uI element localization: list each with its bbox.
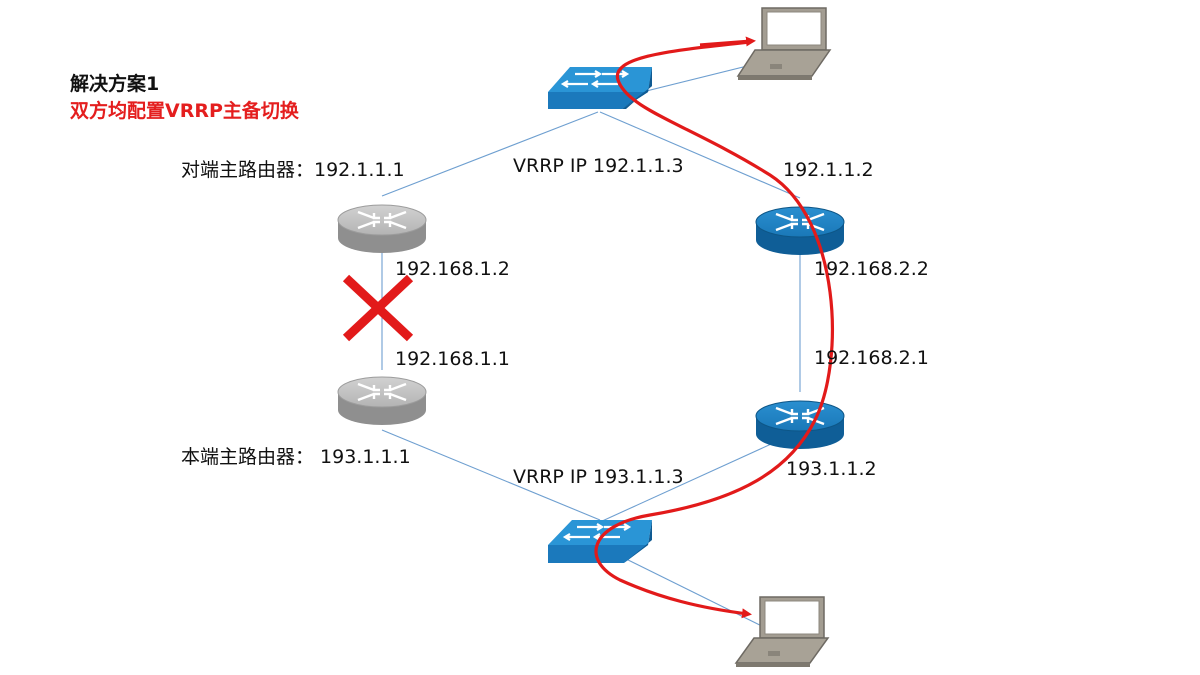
- link-top-switch-peer-backup: [599, 111, 801, 199]
- local-backup-ip-label: 192.168.2.1: [814, 347, 929, 369]
- peer-backup-router-label: 192.1.1.2: [783, 159, 874, 181]
- page-title: 解决方案1: [70, 73, 160, 95]
- page-subtitle: 双方均配置VRRP主备切换: [70, 100, 299, 122]
- link-local-backup-bottom-switch: [599, 439, 781, 523]
- peer-backup-router[interactable]: [755, 206, 845, 255]
- router-icon: [357, 382, 407, 402]
- top-switch[interactable]: [548, 67, 652, 109]
- local-main-ip-label: 192.168.1.1: [395, 348, 510, 370]
- traffic-arrow-top: [699, 36, 756, 47]
- local-backup-router-label: 193.1.1.2: [786, 458, 877, 480]
- peer-main-router[interactable]: [337, 204, 427, 253]
- bottom-switch[interactable]: [548, 520, 652, 563]
- link-local-main-bottom-switch: [381, 429, 601, 521]
- peer-main-router-label: 对端主路由器：192.1.1.1: [181, 159, 405, 181]
- switch-arrows-icon: [562, 523, 632, 541]
- vrrp-top-label: VRRP IP 192.1.1.3: [513, 155, 684, 177]
- router-icon: [357, 210, 407, 230]
- peer-backup-ip-label: 192.168.2.2: [814, 258, 929, 280]
- switch-arrows-icon: [560, 70, 630, 88]
- peer-main-ip-label: 192.168.1.2: [395, 258, 510, 280]
- bottom-laptop[interactable]: [734, 596, 830, 667]
- vrrp-bottom-label: VRRP IP 193.1.1.3: [513, 466, 684, 488]
- x-mark-icon: [342, 274, 414, 342]
- link-top-switch-peer-main: [381, 111, 599, 197]
- local-main-router[interactable]: [337, 376, 427, 425]
- local-main-router-label: 本端主路由器： 193.1.1.1: [181, 446, 411, 468]
- top-laptop[interactable]: [736, 7, 832, 80]
- failover-traffic-path: [594, 40, 834, 619]
- links: [381, 47, 821, 641]
- routers: [337, 204, 845, 449]
